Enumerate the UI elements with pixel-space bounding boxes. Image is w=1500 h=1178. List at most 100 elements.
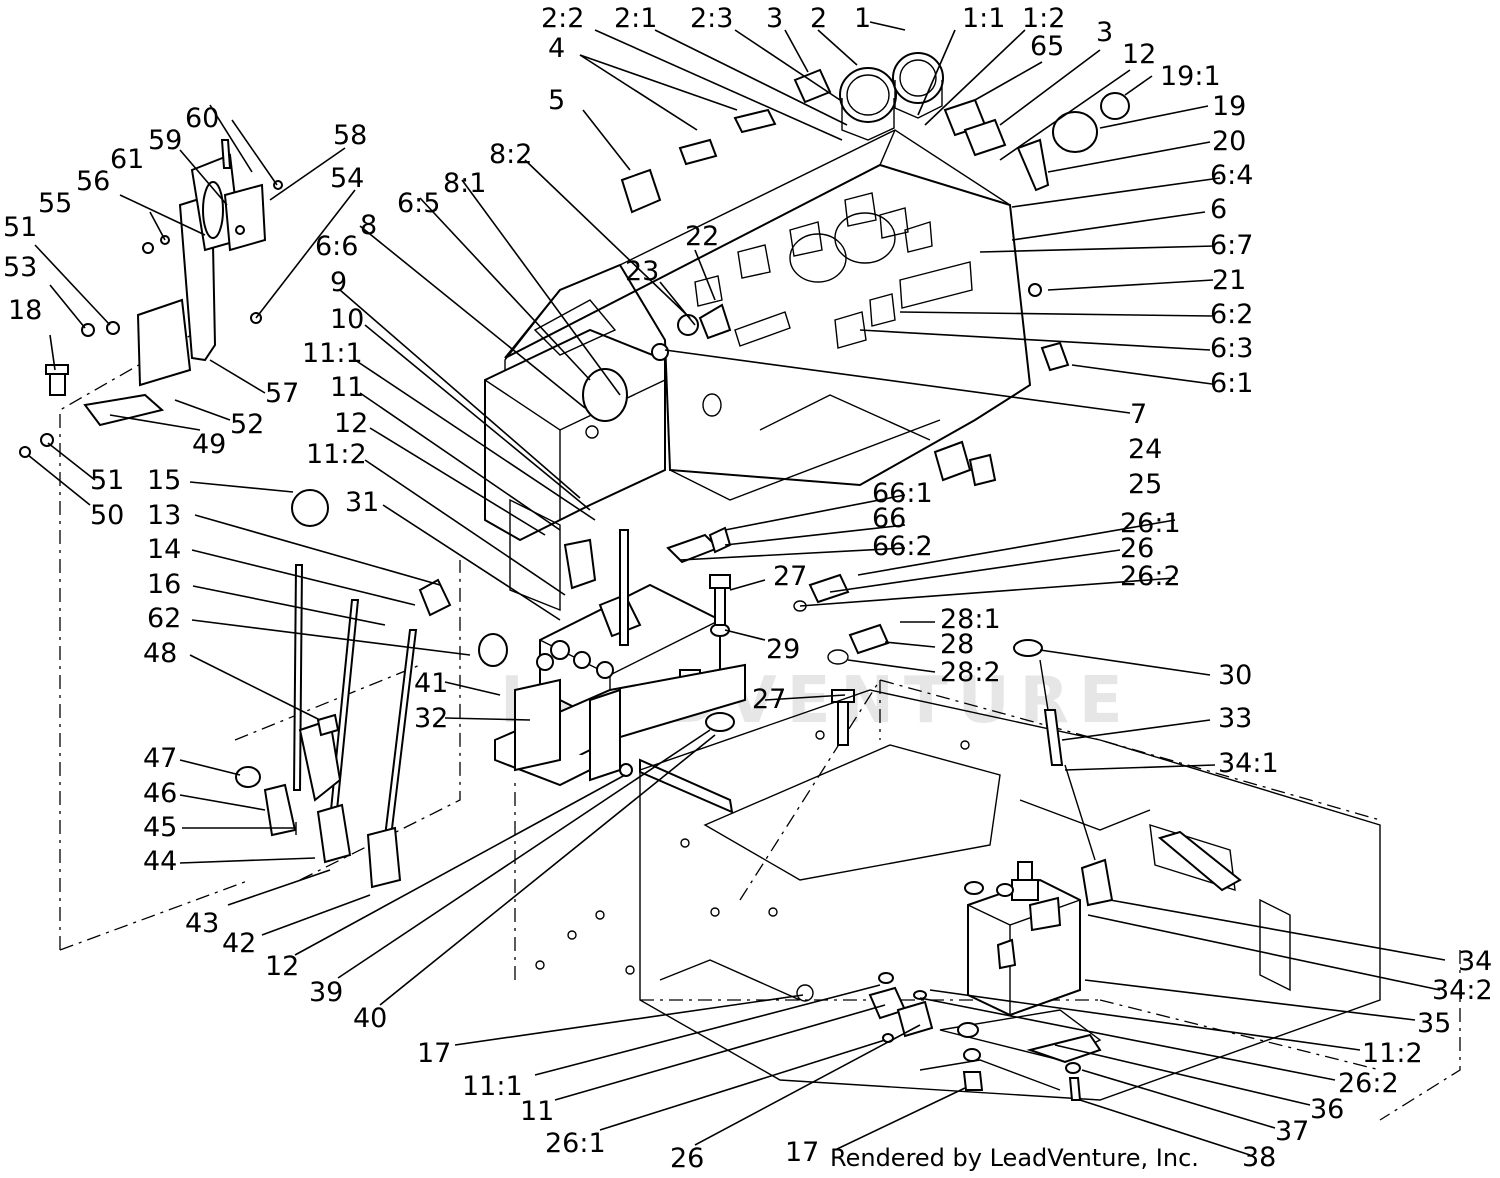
callout-1-1: 1:1: [962, 3, 1005, 34]
callout-61: 61: [110, 144, 144, 175]
callout-45: 45: [143, 812, 177, 843]
callout-22: 22: [685, 221, 719, 252]
callout-6-2: 6:2: [1210, 299, 1253, 330]
callout-49: 49: [192, 429, 226, 460]
callout-39: 39: [309, 977, 343, 1008]
callout-17-b: 17: [785, 1137, 819, 1168]
callout-16: 16: [147, 569, 181, 600]
callout-26-b: 26: [670, 1143, 704, 1174]
callout-26-1-b: 26:1: [545, 1128, 606, 1159]
callout-66: 66: [872, 503, 906, 534]
callout-33: 33: [1218, 703, 1252, 734]
callout-44: 44: [143, 846, 177, 877]
callout-6-4: 6:4: [1210, 160, 1253, 191]
callout-30: 30: [1218, 660, 1252, 691]
callout-8-1: 8:1: [443, 168, 486, 199]
callout-17-a: 17: [417, 1038, 451, 1069]
callout-51-a: 51: [3, 212, 37, 243]
callout-40: 40: [353, 1003, 387, 1034]
callout-6-1: 6:1: [1210, 368, 1253, 399]
lower-fittings: [868, 972, 1102, 1101]
callout-13: 13: [147, 500, 181, 531]
callout-12-c: 12: [265, 951, 299, 982]
callout-8-2: 8:2: [489, 139, 532, 170]
callout-11-2-a: 11:2: [306, 439, 367, 470]
callout-60: 60: [185, 103, 219, 134]
callout-51-b: 51: [90, 465, 124, 496]
leader-lines: [27, 21, 1446, 1156]
callout-66-1: 66:1: [872, 478, 933, 509]
callout-47: 47: [143, 743, 177, 774]
callout-28: 28: [940, 629, 974, 660]
callout-53: 53: [3, 252, 37, 283]
callout-28-1: 28:1: [940, 604, 1001, 635]
callout-26-a: 26: [1120, 533, 1154, 564]
callout-20: 20: [1212, 126, 1246, 157]
callout-29: 29: [766, 634, 800, 665]
callout-3-b: 3: [1096, 17, 1113, 48]
callout-12-b: 12: [334, 408, 368, 439]
callout-59: 59: [148, 125, 182, 156]
callout-19-1: 19:1: [1160, 61, 1221, 92]
callout-50: 50: [90, 500, 124, 531]
callout-26-1-a: 26:1: [1120, 508, 1181, 539]
callout-2-2: 2:2: [541, 3, 584, 34]
callout-24: 24: [1128, 434, 1162, 465]
callout-58: 58: [333, 120, 367, 151]
callout-66-2: 66:2: [872, 531, 933, 562]
callout-6-6: 6:6: [315, 231, 358, 262]
callout-62: 62: [147, 603, 181, 634]
callout-57: 57: [265, 378, 299, 409]
callout-46: 46: [143, 778, 177, 809]
callout-35: 35: [1417, 1008, 1451, 1039]
callout-43: 43: [185, 908, 219, 939]
credit-text: Rendered by LeadVenture, Inc.: [830, 1144, 1199, 1172]
callout-2: 2: [810, 3, 827, 34]
callout-26-2-b: 26:2: [1338, 1068, 1399, 1099]
callout-2-3: 2:3: [690, 3, 733, 34]
pedestal: [484, 299, 666, 612]
callout-4: 4: [548, 33, 565, 64]
callout-36: 36: [1310, 1094, 1344, 1125]
callout-27-b: 27: [752, 684, 786, 715]
callout-6-3: 6:3: [1210, 333, 1253, 364]
lower-frame: [535, 689, 1381, 1101]
callout-31: 31: [345, 487, 379, 518]
callout-55: 55: [38, 188, 72, 219]
control-levers: [235, 489, 508, 889]
control-panel: [504, 129, 1032, 501]
callout-34-1: 34:1: [1218, 748, 1279, 779]
callout-48: 48: [143, 638, 177, 669]
callout-32: 32: [414, 703, 448, 734]
callout-2-1: 2:1: [614, 3, 657, 34]
gauges: [620, 52, 1130, 487]
callout-41: 41: [414, 668, 448, 699]
rear-valve: [964, 639, 1242, 1017]
callout-3-a: 3: [766, 3, 783, 34]
callout-15: 15: [147, 465, 181, 496]
callout-11-1-b: 11:1: [462, 1071, 523, 1102]
callout-14: 14: [147, 534, 181, 565]
callout-65: 65: [1030, 31, 1064, 62]
callout-8: 8: [360, 210, 377, 241]
valve-bracket: [494, 529, 855, 814]
callout-11-2-b: 11:2: [1362, 1038, 1423, 1069]
callout-23: 23: [625, 256, 659, 287]
callout-1: 1: [854, 3, 871, 34]
callout-25: 25: [1128, 469, 1162, 500]
callout-54: 54: [330, 163, 364, 194]
callout-56: 56: [76, 166, 110, 197]
callout-labels: 1 1:1 1:2 2 2:1 2:2 2:3 3 3 4 5 6 6:1 6:…: [3, 3, 1493, 1174]
callout-1-2: 1:2: [1022, 3, 1065, 34]
callout-11-b: 11: [520, 1096, 554, 1127]
callout-37: 37: [1275, 1116, 1309, 1147]
callout-11-1-a: 11:1: [302, 338, 363, 369]
callout-19: 19: [1212, 91, 1246, 122]
callout-27-a: 27: [773, 561, 807, 592]
callout-28-2: 28:2: [940, 657, 1001, 688]
callout-26-2-a: 26:2: [1120, 561, 1181, 592]
callout-5: 5: [548, 85, 565, 116]
callout-52: 52: [230, 409, 264, 440]
callout-38: 38: [1242, 1142, 1276, 1173]
